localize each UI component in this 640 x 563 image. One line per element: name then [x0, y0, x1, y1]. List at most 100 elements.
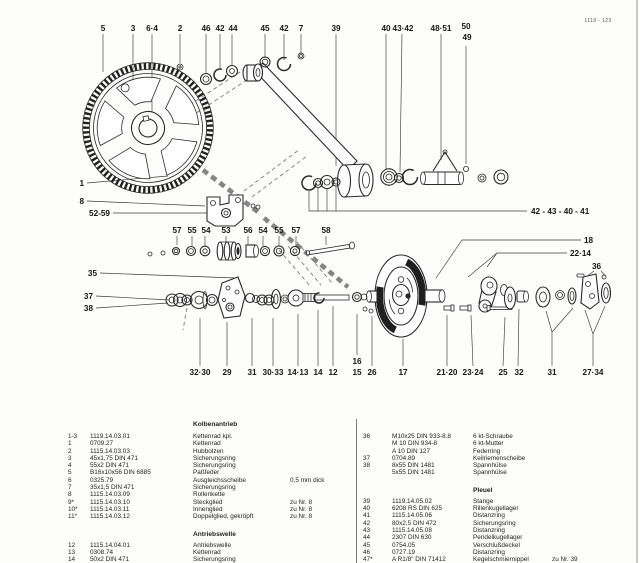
part-ref: 40 — [363, 505, 371, 513]
part-name: Kettenrad kpl. — [193, 433, 233, 440]
part-note — [290, 549, 354, 556]
part-note: zu Nr. 39 — [552, 556, 578, 563]
small-end-rings — [199, 52, 305, 86]
crankpin-parts-row — [301, 149, 509, 191]
part-note — [290, 448, 354, 455]
part-part: M 10 DIN 934-8 — [392, 440, 438, 448]
part-ref: 37 — [363, 454, 371, 462]
part-name: Sicherungsring — [193, 454, 236, 462]
part-ref: 8 — [68, 491, 72, 499]
part-name: Kettenrad — [193, 440, 221, 448]
part-name: 6 kt-Schraube — [473, 433, 513, 440]
callout-label: 21·20 — [437, 368, 458, 377]
callout-label: 52-59 — [89, 209, 110, 218]
part-part: 1115.14.03.09 — [90, 491, 130, 499]
part-part: 0727.19 — [392, 548, 416, 556]
part-part: 80x2,5 DIN 472 — [392, 519, 437, 527]
part-part: A 10 DIN 127 — [392, 447, 431, 455]
callout-label: 58 — [321, 226, 331, 235]
part-note — [552, 505, 635, 512]
part-part: 1119.14.03.01 — [90, 433, 130, 440]
part-part: 35x1,5 DIN 471 — [90, 484, 135, 492]
part-part: 45x1,75 DIN 471 — [90, 454, 138, 462]
callout-label: 54 — [201, 226, 211, 235]
set-screw — [368, 308, 374, 314]
callout-label: 30·33 — [263, 368, 284, 377]
part-name: Distanzring — [473, 512, 505, 520]
callout-label: 35 — [88, 269, 98, 278]
callout-label: 42 — [279, 24, 289, 33]
callout-label: 53 — [221, 226, 231, 235]
callout-label: 56 — [243, 226, 253, 235]
part-ref: 41 — [363, 512, 371, 520]
callout-label: 40 — [381, 24, 391, 33]
part-ref: 38 — [363, 462, 371, 470]
part-note — [552, 549, 635, 556]
flywheel-pulley — [366, 254, 446, 338]
part-note — [290, 469, 354, 476]
anchor-plate — [217, 276, 246, 319]
part-part: 0325.79 — [90, 476, 114, 484]
part-name: Spannhülse — [473, 469, 507, 477]
sprocket-windows — [96, 76, 200, 180]
part-ref: 6 — [68, 476, 72, 484]
callout-label: 57 — [172, 226, 182, 235]
callout-label: 16 — [352, 357, 362, 366]
crank-pin — [420, 149, 469, 186]
grooved-sleeve — [216, 241, 242, 261]
part-name: Spannhülse — [473, 462, 507, 470]
small-sprocket — [287, 289, 305, 307]
chain-sprocket — [82, 62, 214, 194]
part-part: 1115.14.03.10 — [90, 498, 130, 506]
mounting-bracket — [206, 194, 261, 227]
callout-label: 38 — [84, 304, 94, 313]
callout-label: 46 — [201, 24, 211, 33]
part-note — [552, 527, 635, 534]
part-name: Sicherungsring — [193, 556, 236, 563]
part-note — [290, 542, 354, 549]
part-part: 50x2 DIN 471 — [90, 556, 130, 563]
cover-disc — [503, 286, 517, 310]
part-note — [552, 498, 635, 505]
part-name: Verschlußdeckel — [473, 541, 520, 549]
callout-label: 14 — [313, 368, 323, 377]
part-ref: 13 — [68, 548, 76, 556]
part-ref: 7 — [68, 484, 72, 492]
part-ref: 12 — [68, 541, 76, 549]
part-note — [290, 491, 354, 498]
callout-label: 1 — [79, 179, 84, 188]
part-ref: 9* — [68, 498, 75, 506]
part-ref: 42 — [363, 519, 371, 527]
leader-lines — [86, 33, 606, 367]
ball-bearing — [535, 286, 551, 308]
part-ref: 45 — [363, 541, 371, 549]
callout-label: 5 — [101, 24, 106, 33]
callout-label: 55 — [274, 226, 284, 235]
part-part: 0308.74 — [90, 548, 114, 556]
part-note — [552, 542, 635, 549]
bracket-screw — [250, 203, 256, 209]
part-note: zu Nr. 8 — [290, 513, 313, 521]
part-part: 55x2 DIN 471 — [90, 462, 130, 470]
part-name: Keilriemenscheibe — [473, 454, 526, 462]
part-note — [552, 440, 635, 447]
callout-label: 22·14 — [570, 249, 591, 258]
part-note — [552, 448, 635, 455]
part-ref: 43 — [363, 526, 371, 534]
callout-label: 42 - 43 - 40 - 41 — [531, 207, 590, 216]
sprocket-hub — [130, 110, 166, 146]
